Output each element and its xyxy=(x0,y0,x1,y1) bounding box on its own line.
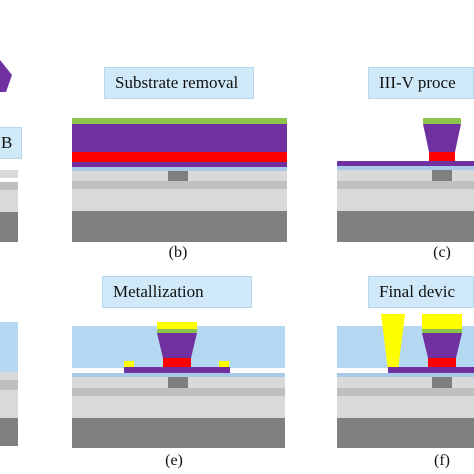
panel-c-green-cap xyxy=(423,118,461,124)
panel-d-partial xyxy=(0,322,18,446)
panel-d-layer xyxy=(0,390,18,418)
panel-f-oxide xyxy=(337,377,474,388)
panel-f-mesa xyxy=(422,333,462,358)
panel-b-si-waveguide xyxy=(168,171,188,181)
tilted-die xyxy=(0,60,12,92)
panel-c-purple-thin xyxy=(337,161,474,166)
panel-e-side-contact-right xyxy=(219,361,229,367)
panel-c-oxide xyxy=(337,170,474,181)
panel-d-layer xyxy=(0,380,18,390)
panel-f-si-waveguide xyxy=(432,377,452,388)
panel-c-active xyxy=(429,152,455,161)
step-label-metallization: Metallization xyxy=(102,276,252,308)
panel-d-substrate xyxy=(0,418,18,446)
panel-b xyxy=(72,118,287,242)
panel-f-top-contact xyxy=(422,314,462,329)
caption-f: (f) xyxy=(434,452,450,469)
caption-b: (b) xyxy=(168,244,188,261)
panel-f-active xyxy=(428,358,456,367)
panel-e-side-contact-left xyxy=(124,361,134,367)
panel-e-substrate xyxy=(72,418,285,448)
panel-f-bond-layer xyxy=(337,373,474,377)
panel-a-layer xyxy=(0,182,18,190)
panel-e-lower-oxide xyxy=(72,396,285,418)
panel-e xyxy=(72,322,285,448)
panel-e-purple-thin xyxy=(124,367,230,373)
step-label-partial: B xyxy=(0,127,22,159)
panel-e-bond-layer xyxy=(72,373,285,377)
panel-c-si-waveguide xyxy=(432,170,452,181)
panel-b-lower-oxide xyxy=(72,189,287,211)
panel-d-cladding xyxy=(0,322,18,372)
panel-c-box xyxy=(337,181,474,189)
panel-c xyxy=(337,118,474,242)
panel-a-layer xyxy=(0,170,18,178)
panel-f-lower-oxide xyxy=(337,396,474,418)
step-label-final-device: Final devic xyxy=(368,276,474,308)
caption-c: (c) xyxy=(433,244,451,261)
panel-b-substrate xyxy=(72,211,287,242)
panel-b-red-layer xyxy=(72,152,287,162)
panel-a-partial xyxy=(0,60,18,242)
panel-e-mesa xyxy=(157,333,197,358)
panel-c-bond-layer xyxy=(337,166,474,170)
panel-f-probe-pad xyxy=(381,314,405,370)
panel-f xyxy=(337,314,474,448)
panel-e-green-cap xyxy=(157,329,197,333)
panel-b-purple-thin xyxy=(72,162,287,167)
panel-c-mesa xyxy=(423,124,461,152)
step-label-iiiv-process: III-V proce xyxy=(368,67,474,99)
panel-a-layer xyxy=(0,190,18,212)
panel-b-box xyxy=(72,181,287,189)
panel-c-substrate xyxy=(337,211,474,242)
panel-f-green-cap xyxy=(422,329,462,333)
panel-e-top-contact xyxy=(157,322,197,329)
panel-f-purple-thin xyxy=(388,367,474,373)
panel-b-purple-layer xyxy=(72,124,287,152)
panel-d-layer xyxy=(0,372,18,380)
panel-f-box xyxy=(337,388,474,396)
panel-e-si-waveguide xyxy=(168,377,188,388)
panel-e-box xyxy=(72,388,285,396)
caption-e: (e) xyxy=(165,452,183,469)
step-label-substrate-removal: Substrate removal xyxy=(104,67,254,99)
panel-b-green-layer xyxy=(72,118,287,124)
panel-a-substrate xyxy=(0,212,18,242)
panel-c-lower-oxide xyxy=(337,189,474,211)
panel-f-substrate xyxy=(337,418,474,448)
panel-b-bond-layer xyxy=(72,167,287,171)
panel-e-active xyxy=(163,358,191,367)
